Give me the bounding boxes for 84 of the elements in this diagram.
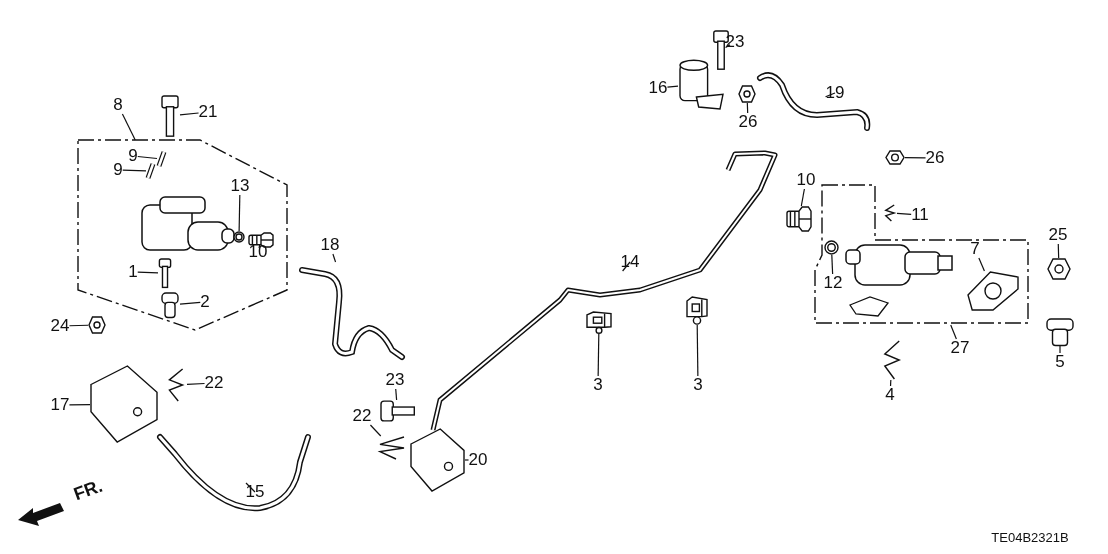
callout-number: 17 xyxy=(50,396,70,414)
leader-line xyxy=(950,324,957,340)
bracket-drawing xyxy=(410,428,465,492)
callout-number: 26 xyxy=(738,113,758,131)
bolt-drawing xyxy=(380,400,415,422)
leader-line xyxy=(121,113,136,141)
callout-number: 21 xyxy=(198,103,218,121)
leader-line xyxy=(179,301,201,305)
leader-line xyxy=(666,85,679,88)
bolt-drawing xyxy=(160,95,180,137)
leader-line xyxy=(332,253,337,263)
callout-number: 1 xyxy=(128,263,138,281)
leader-line xyxy=(395,388,398,401)
clamp-drawing xyxy=(738,85,756,103)
callout-number: 4 xyxy=(885,386,895,404)
callout-number: 9 xyxy=(128,147,138,165)
leader-line xyxy=(68,324,89,327)
callout-number: 14 xyxy=(620,253,640,271)
callout-number: 25 xyxy=(1048,226,1068,244)
diagram-code: TE04B2321B xyxy=(991,529,1069,547)
callout-number: 10 xyxy=(248,243,268,261)
leader-line xyxy=(179,112,200,116)
callout-number: 2 xyxy=(200,293,210,311)
callout-number: 8 xyxy=(113,96,123,114)
pin-drawing xyxy=(146,162,155,180)
callout-number: 15 xyxy=(245,483,265,501)
reservoir-drawing xyxy=(678,58,724,110)
gasket-plate-drawing xyxy=(967,271,1019,311)
leader-line xyxy=(800,188,805,207)
callout-number: 10 xyxy=(796,171,816,189)
callout-number: 19 xyxy=(825,84,845,102)
cap-drawing xyxy=(1045,318,1075,346)
leader-line xyxy=(896,212,912,215)
callout-number: 13 xyxy=(230,177,250,195)
leader-line xyxy=(137,155,158,160)
leader-line xyxy=(238,194,241,232)
callout-number: 7 xyxy=(970,240,980,258)
clip-drawing xyxy=(685,295,709,325)
callout-number: 20 xyxy=(468,451,488,469)
callout-number: 3 xyxy=(693,376,703,394)
cap-drawing xyxy=(160,292,180,318)
callout-number: 9 xyxy=(113,161,123,179)
pin-drawing xyxy=(157,150,166,168)
callout-number: 23 xyxy=(725,33,745,51)
leader-line xyxy=(122,169,147,172)
leader-line xyxy=(137,271,159,274)
bracket-drawing xyxy=(90,365,158,443)
clip-drawing xyxy=(585,310,613,334)
callout-number: 11 xyxy=(911,206,929,224)
leader-line xyxy=(831,254,834,275)
callout-number: 24 xyxy=(50,317,70,335)
leader-line xyxy=(889,379,892,387)
callout-number: 18 xyxy=(320,236,340,254)
nut-drawing xyxy=(88,316,106,334)
leader-line xyxy=(978,257,986,272)
leader-line xyxy=(824,92,836,98)
leader-line xyxy=(696,324,699,377)
leader-line xyxy=(597,333,600,377)
callout-number: 23 xyxy=(385,371,405,389)
nut-drawing xyxy=(1047,258,1071,280)
leader-line xyxy=(1059,345,1061,354)
direction-label: FR. xyxy=(71,476,105,504)
hose-drawing xyxy=(757,70,872,132)
clip-drawing xyxy=(883,204,897,222)
callout-number: 12 xyxy=(823,274,843,292)
leader-line xyxy=(186,382,206,386)
washer-drawing xyxy=(233,231,245,243)
clamp-drawing xyxy=(885,150,905,165)
leader-line xyxy=(622,261,631,272)
leader-line xyxy=(245,482,256,493)
callout-number: 26 xyxy=(925,149,945,167)
callout-number: 5 xyxy=(1055,353,1065,371)
callout-number: 16 xyxy=(648,79,668,97)
washer-drawing xyxy=(824,240,839,255)
bleeder-screw-drawing xyxy=(158,258,172,288)
leader-line xyxy=(904,157,927,159)
leader-line xyxy=(68,403,91,406)
leader-line xyxy=(369,424,382,437)
callout-number: 22 xyxy=(352,407,372,425)
callout-number: 22 xyxy=(204,374,224,392)
callout-number: 27 xyxy=(950,339,970,357)
leader-line xyxy=(464,459,470,461)
fitting-drawing xyxy=(786,206,812,232)
callout-number: 3 xyxy=(593,376,603,394)
